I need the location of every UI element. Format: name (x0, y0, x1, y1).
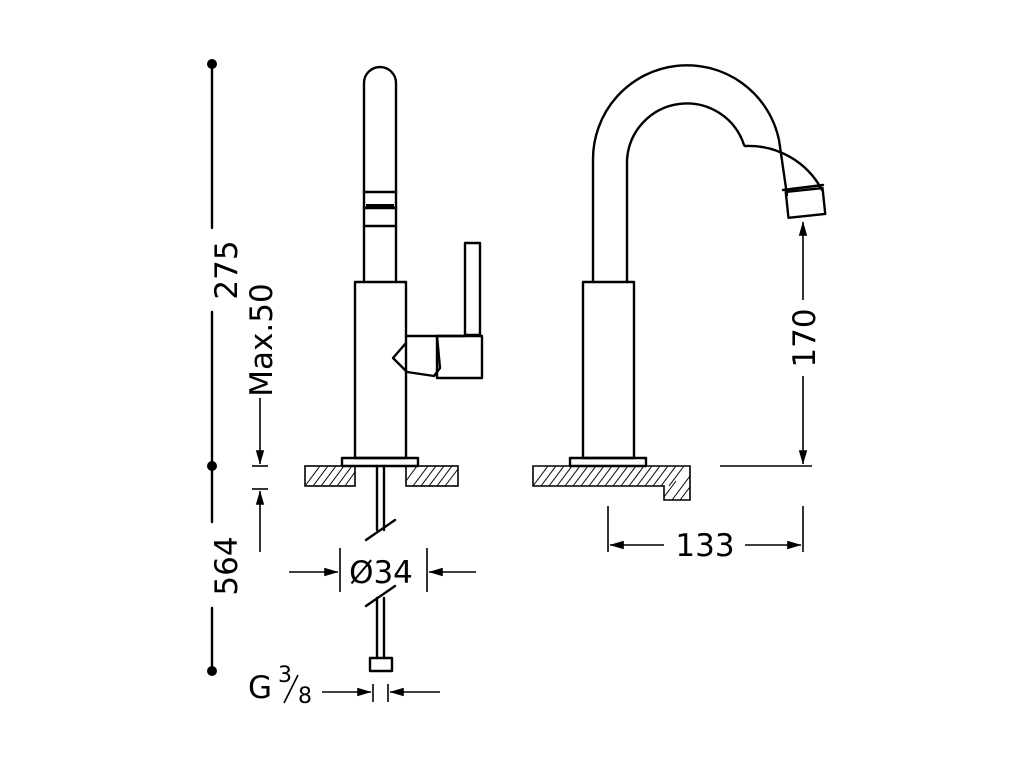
spout-reach-label: 133 (675, 528, 734, 564)
max-deck-label: Max.50 (244, 283, 280, 396)
hole-diameter-label: Ø34 (349, 555, 413, 591)
deck-side-section (532, 465, 691, 501)
faucet-front-view (340, 65, 484, 468)
thread-denominator-label: 8 (298, 684, 312, 709)
overall-height-dimension: 275 564 (207, 59, 245, 676)
max-deck-thickness-dimension: Max.50 (244, 283, 280, 552)
thread-prefix-label: G (248, 670, 272, 706)
spout-height-dimension: 170 (720, 221, 823, 467)
supply-hose (364, 464, 397, 673)
height-upper-label: 275 (209, 240, 245, 299)
faucet-side-view (568, 64, 827, 468)
height-lower-label: 564 (209, 536, 245, 595)
spout-height-label: 170 (787, 308, 823, 367)
deck-front-section (304, 465, 459, 487)
hole-diameter-dimension: Ø34 (289, 548, 476, 592)
thread-numerator-label: 3 (278, 663, 292, 688)
thread-dimension: G 3 8 (248, 663, 440, 709)
spout-reach-dimension: 133 (607, 506, 804, 564)
